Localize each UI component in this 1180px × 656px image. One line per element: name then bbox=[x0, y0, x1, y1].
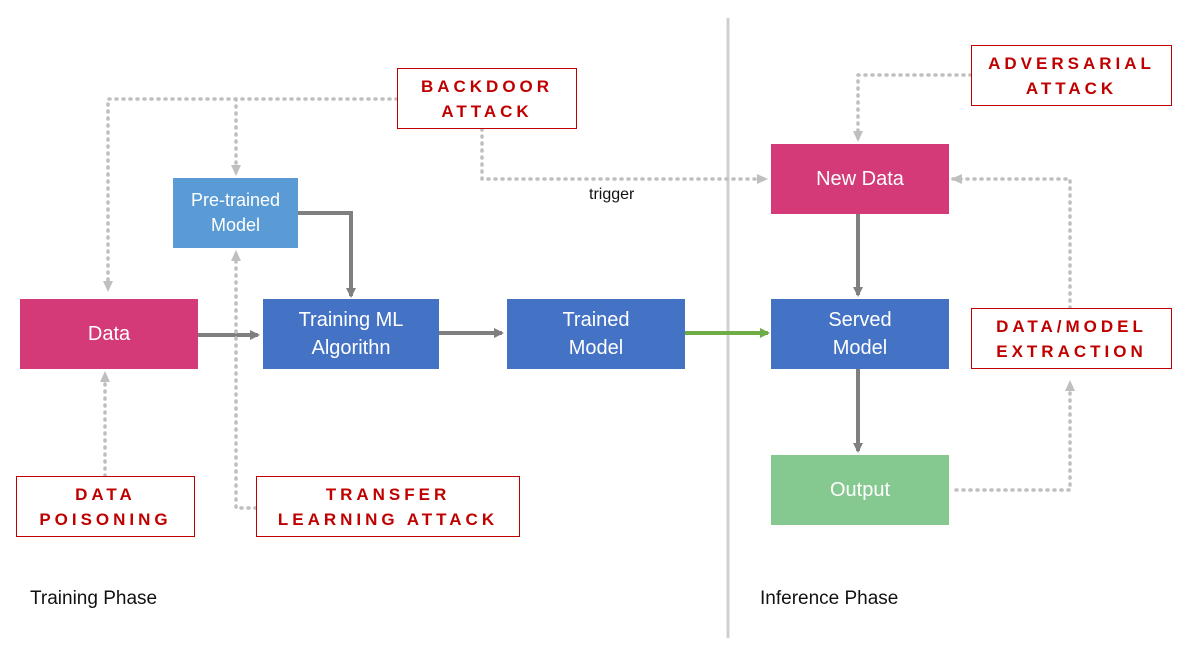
dotted-output-to-extraction bbox=[954, 380, 1075, 492]
inference-phase-label: Inference Phase bbox=[760, 588, 899, 609]
training-phase-label: Training Phase bbox=[30, 588, 158, 609]
transfer-learning-attack-label: TRANSFER LEARNING ATTACK bbox=[277, 484, 499, 529]
backdoor-attack-box: BACKDOOR ATTACK bbox=[397, 68, 577, 129]
pretrained-model-node: Pre-trained Model bbox=[173, 178, 298, 248]
dotted-extraction-to-newdata bbox=[951, 174, 1072, 310]
dotted-backdoor-to-data bbox=[103, 97, 399, 292]
dotted-adversarial-to-newdata bbox=[853, 73, 973, 142]
served-model-node: Served Model bbox=[771, 299, 949, 369]
dotted-transfer-to-pretrained bbox=[231, 250, 258, 510]
data-node: Data bbox=[20, 299, 198, 369]
transfer-learning-attack-box: TRANSFER LEARNING ATTACK bbox=[256, 476, 520, 537]
adversarial-attack-box: ADVERSARIAL ATTACK bbox=[971, 45, 1172, 106]
output-label: Output bbox=[829, 479, 891, 501]
served-model-label: Served Model bbox=[828, 309, 892, 359]
data-node-label: Data bbox=[87, 323, 131, 345]
new-data-node: New Data bbox=[771, 144, 949, 214]
data-poisoning-box: DATA POISONING bbox=[16, 476, 195, 537]
output-node: Output bbox=[771, 455, 949, 525]
data-model-extraction-label: DATA/MODEL EXTRACTION bbox=[996, 316, 1147, 361]
dotted-backdoor-trigger-to-newdata bbox=[480, 127, 768, 184]
training-ml-label: Training ML Algorithn bbox=[298, 309, 404, 359]
training-ml-node: Training ML Algorithn bbox=[263, 299, 439, 369]
arrow-pretrained-to-training bbox=[298, 211, 356, 298]
backdoor-attack-label: BACKDOOR ATTACK bbox=[420, 76, 554, 121]
pretrained-model-label: Pre-trained Model bbox=[190, 190, 281, 235]
data-poisoning-label: DATA POISONING bbox=[39, 484, 172, 529]
data-model-extraction-box: DATA/MODEL EXTRACTION bbox=[971, 308, 1172, 369]
adversarial-attack-label: ADVERSARIAL ATTACK bbox=[988, 53, 1155, 98]
new-data-label: New Data bbox=[816, 168, 904, 190]
trained-model-node: Trained Model bbox=[507, 299, 685, 369]
trained-model-label: Trained Model bbox=[562, 309, 630, 359]
trigger-label: trigger bbox=[589, 186, 635, 203]
